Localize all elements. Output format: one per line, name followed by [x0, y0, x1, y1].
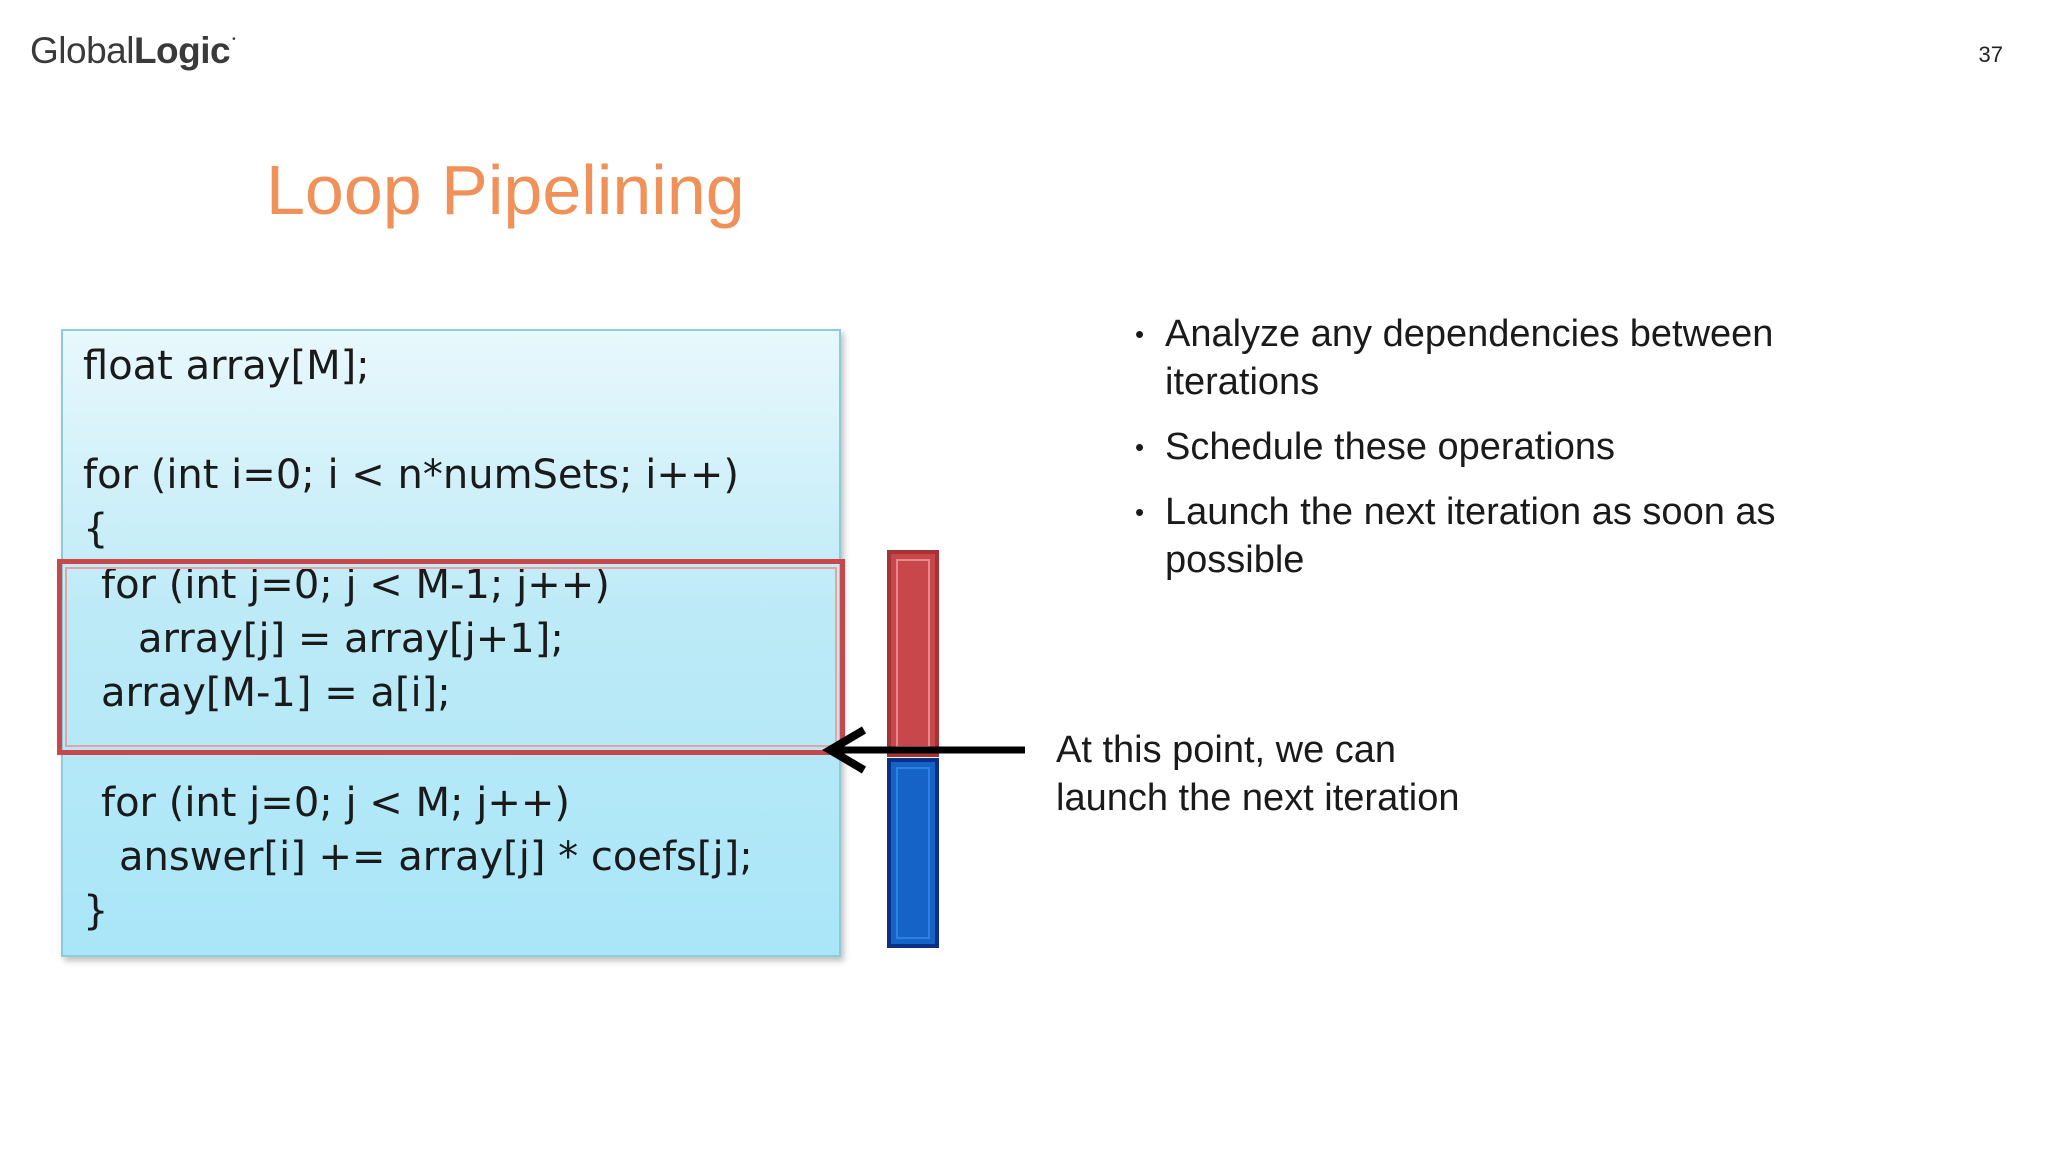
code-line: array[M-1] = a[i];	[101, 670, 451, 716]
code-line: float array[M];	[83, 343, 370, 389]
code-line: }	[83, 888, 109, 934]
annotation-line: launch the next iteration	[1056, 777, 1460, 819]
arrow-annotation: At this point, we can launch the next it…	[1056, 726, 1460, 822]
bullet-dot-icon: •	[1135, 432, 1145, 462]
code-line: for (int i=0; i < n*numSets; i++)	[83, 452, 739, 498]
logo-text-light: Global	[30, 30, 134, 71]
code-line: for (int j=0; j < M-1; j++)	[101, 562, 610, 608]
code-line: array[j] = array[j+1];	[138, 616, 564, 662]
annotation-line: At this point, we can	[1056, 729, 1397, 771]
arrow-left-icon	[822, 726, 1025, 774]
code-line: {	[83, 506, 109, 552]
iteration-bar-current	[887, 550, 939, 757]
bullet-text: Analyze any dependencies between iterati…	[1165, 313, 1774, 403]
logo-trademark-icon: •	[232, 34, 236, 45]
inner-loop-highlight	[57, 559, 845, 755]
bullet-item: • Schedule these operations	[1135, 423, 1855, 471]
page-number: 37	[1978, 42, 2003, 67]
bullet-dot-icon: •	[1135, 319, 1145, 349]
iteration-bar-next	[887, 758, 939, 948]
code-block	[61, 329, 841, 957]
globallogic-logo: GlobalLogic•	[30, 30, 236, 72]
bullet-item: • Analyze any dependencies between iterat…	[1135, 310, 1855, 406]
bullet-text: Schedule these operations	[1165, 426, 1615, 468]
slide-title: Loop Pipelining	[266, 151, 745, 229]
code-line: for (int j=0; j < M; j++)	[101, 780, 570, 826]
bullet-item: • Launch the next iteration as soon as po…	[1135, 488, 1855, 584]
bullet-dot-icon: •	[1135, 497, 1145, 527]
logo-text-bold: Logic	[133, 30, 231, 71]
code-line: answer[i] += array[j] * coefs[j];	[119, 834, 753, 880]
bullet-list: • Analyze any dependencies between iterat…	[1135, 310, 1855, 601]
bullet-text: Launch the next iteration as soon as pos…	[1165, 491, 1776, 581]
